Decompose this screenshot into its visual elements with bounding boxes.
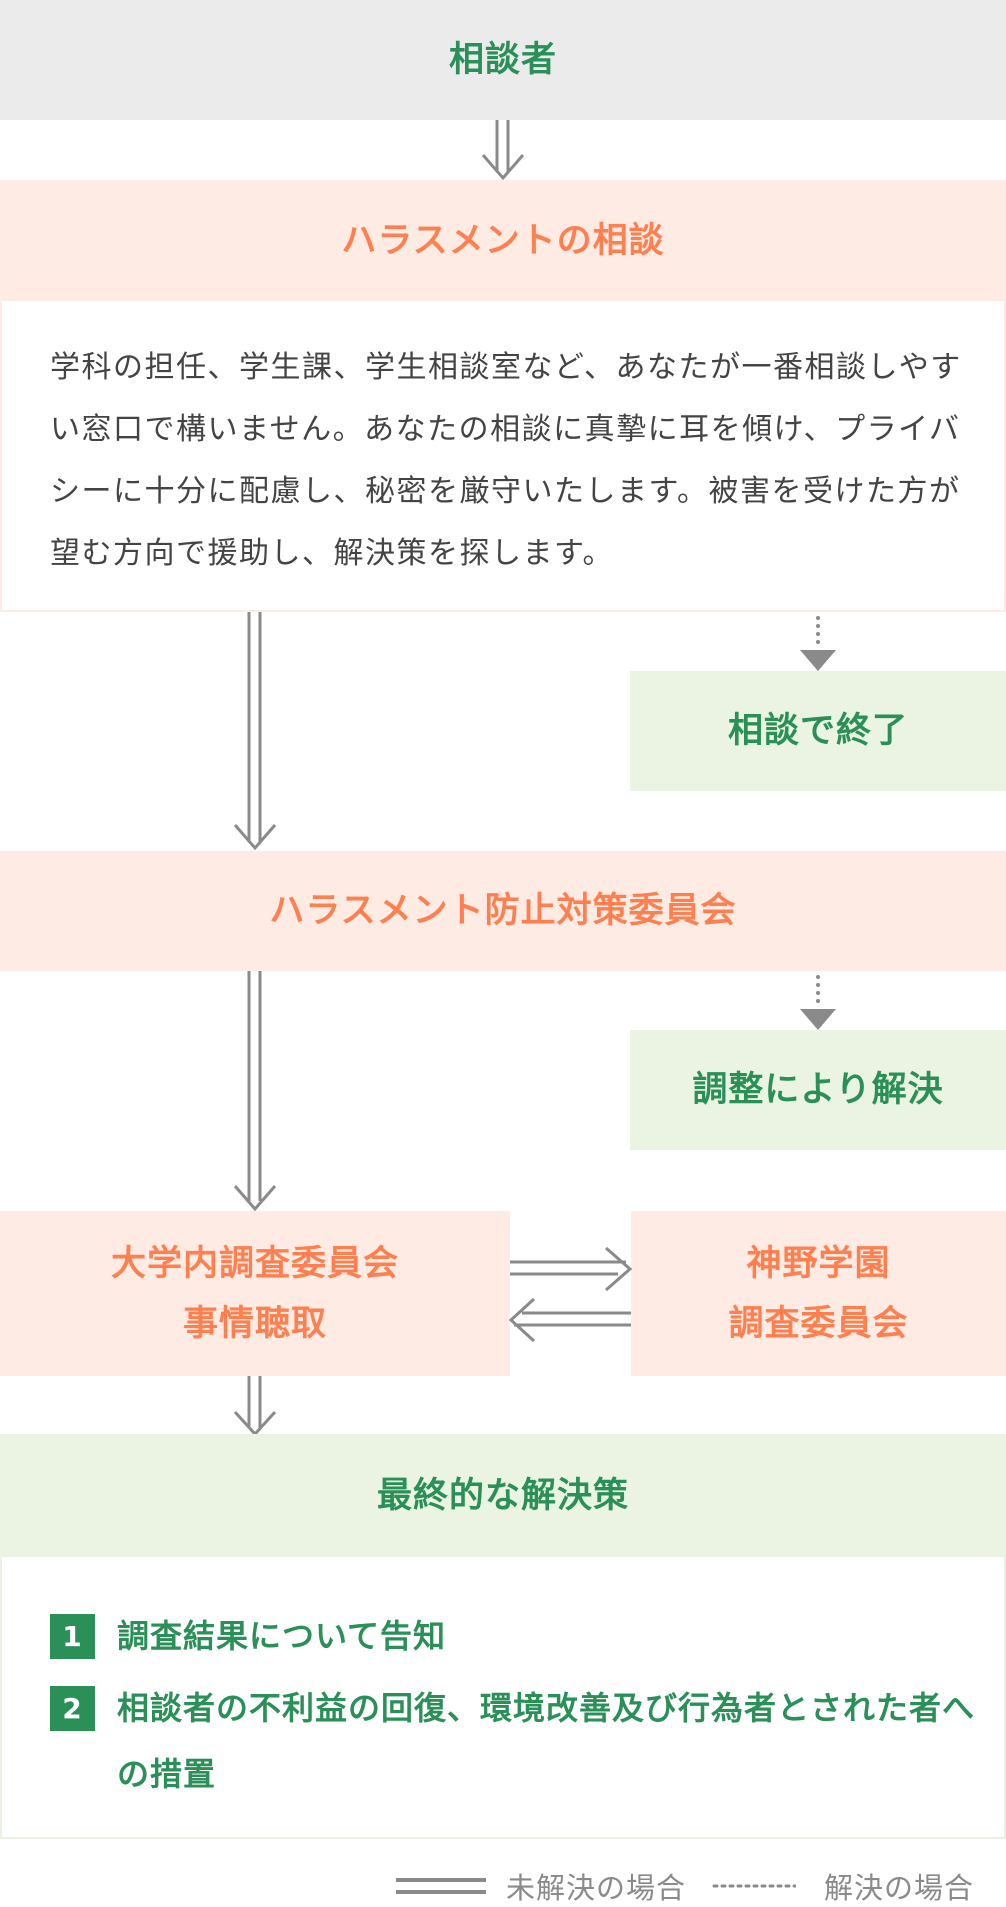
resolved-by-mediation-label: 調整により解決 bbox=[692, 1070, 944, 1110]
harassment-consultation-title: ハラスメントの相談 bbox=[341, 220, 665, 261]
list-item-text: 調査結果について告知 bbox=[117, 1617, 447, 1655]
resolved-by-mediation-box: 調整により解決 bbox=[630, 1030, 1006, 1150]
double-arrow-down-icon bbox=[233, 1376, 277, 1437]
kanno-investigation-box: 神野学園 調査委員会 bbox=[631, 1211, 1006, 1376]
number-badge: 1 bbox=[50, 1614, 95, 1659]
consultant-label: 相談者 bbox=[448, 40, 557, 80]
final-solution-header: 最終的な解決策 bbox=[0, 1434, 1006, 1557]
list-item-text: 相談者の不利益の回復、環境改善及び行為者とされた者への措置 bbox=[117, 1689, 976, 1793]
dotted-arrow-down-icon bbox=[800, 616, 836, 671]
harassment-consultation-description: 学科の担任、学生課、学生相談室など、あなたが一番相談しやすい窓口で構いません。あ… bbox=[50, 350, 962, 571]
double-arrow-right-icon bbox=[510, 1246, 633, 1292]
dotted-arrow-down-icon bbox=[800, 975, 836, 1030]
number-badge: 2 bbox=[50, 1686, 95, 1731]
internal-investigation-box: 大学内調査委員会 事情聴取 bbox=[0, 1211, 510, 1376]
list-item: 2 相談者の不利益の回復、環境改善及び行為者とされた者への措置 bbox=[50, 1675, 984, 1807]
double-arrow-down-icon bbox=[481, 120, 525, 181]
dotted-line-legend-icon bbox=[712, 1884, 797, 1888]
double-arrow-left-icon bbox=[508, 1297, 631, 1343]
internal-investigation-line1: 大学内調査委員会 bbox=[110, 1243, 399, 1284]
kanno-investigation-line1: 神野学園 bbox=[746, 1243, 891, 1284]
final-solution-list: 1 調査結果について告知 2 相談者の不利益の回復、環境改善及び行為者とされた者… bbox=[0, 1557, 1006, 1839]
kanno-investigation-line2: 調査委員会 bbox=[728, 1303, 909, 1344]
legend-unresolved-label: 未解決の場合 bbox=[506, 1871, 687, 1905]
final-solution-title: 最終的な解決策 bbox=[376, 1475, 629, 1516]
harassment-consultation-header: ハラスメントの相談 bbox=[0, 180, 1006, 301]
prevention-committee-label: ハラスメント防止対策委員会 bbox=[269, 891, 737, 931]
internal-investigation-line2: 事情聴取 bbox=[182, 1303, 327, 1344]
legend: 未解決の場合 解決の場合 bbox=[396, 1866, 1000, 1906]
prevention-committee-box: ハラスメント防止対策委員会 bbox=[0, 851, 1006, 971]
end-by-consultation-label: 相談で終了 bbox=[727, 711, 908, 751]
double-arrow-down-icon bbox=[233, 971, 277, 1212]
end-by-consultation-box: 相談で終了 bbox=[630, 671, 1006, 791]
double-line-legend-icon bbox=[396, 1878, 486, 1894]
legend-resolved-label: 解決の場合 bbox=[824, 1871, 975, 1905]
harassment-consultation-body: 学科の担任、学生課、学生相談室など、あなたが一番相談しやすい窓口で構いません。あ… bbox=[0, 301, 1006, 612]
list-item: 1 調査結果について告知 bbox=[50, 1603, 984, 1669]
consultant-box: 相談者 bbox=[0, 0, 1006, 120]
double-arrow-down-icon bbox=[233, 612, 277, 851]
